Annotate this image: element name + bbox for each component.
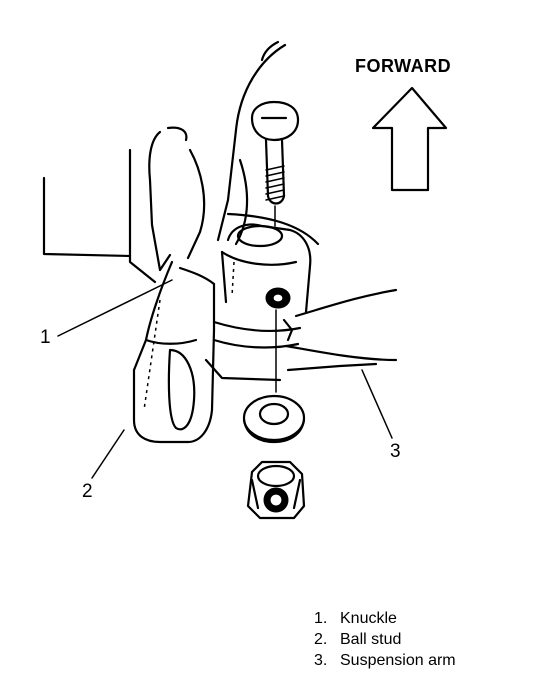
legend-number: 1. [314, 610, 328, 627]
leader-line-3 [361, 369, 393, 439]
callout-1: 1 [40, 327, 51, 348]
leader-line-1 [57, 279, 173, 337]
legend-number: 3. [314, 652, 328, 669]
forward-label: FORWARD [355, 56, 451, 76]
suspension-arm [284, 288, 398, 372]
knuckle-lower-arm [132, 260, 216, 444]
legend-label: Knuckle [340, 610, 397, 627]
leader-line-2 [91, 429, 125, 479]
legend-item: 2. Ball stud [314, 629, 456, 650]
parts-legend: 1. Knuckle 2. Ball stud 3. Suspension arm [314, 608, 456, 671]
ball-stud-housing [204, 223, 312, 382]
forward-arrow-icon [371, 86, 448, 192]
washer [242, 394, 306, 444]
callout-3: 3 [390, 441, 401, 462]
callout-2: 2 [82, 481, 93, 502]
legend-item: 3. Suspension arm [314, 650, 456, 671]
nut [246, 460, 306, 520]
legend-label: Ball stud [340, 631, 402, 648]
legend-number: 2. [314, 631, 328, 648]
legend-label: Suspension arm [340, 652, 456, 669]
legend-item: 1. Knuckle [314, 608, 456, 629]
bolt [250, 100, 300, 227]
knuckle-outline [42, 40, 320, 284]
